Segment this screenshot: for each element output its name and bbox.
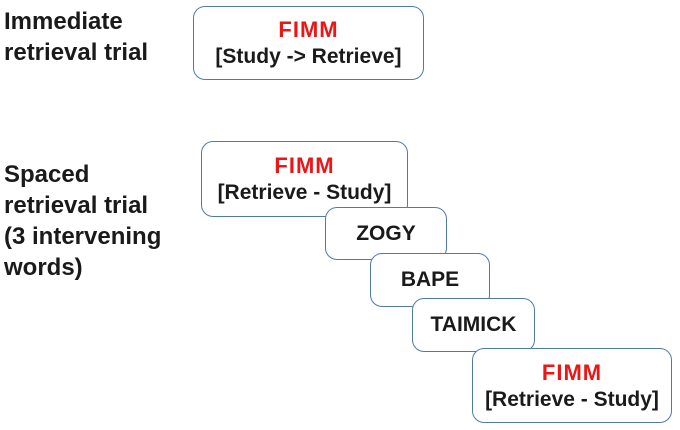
target-word: FIMM	[278, 17, 339, 42]
card-spaced-fimm-repeat: FIMM [Retrieve - Study]	[472, 348, 672, 423]
card-spaced-fimm-first: FIMM [Retrieve - Study]	[201, 141, 408, 217]
spaced-trial-label-line4: words)	[4, 254, 83, 281]
spaced-trial-label-line1: Spaced	[4, 161, 90, 188]
immediate-trial-label: Immediate retrieval trial	[4, 6, 199, 68]
spaced-trial-label-line2: retrieval trial	[4, 192, 149, 219]
intervening-word: TAIMICK	[430, 313, 517, 336]
target-word: FIMM	[274, 153, 335, 178]
spaced-trial-label-line3: (3 intervening	[4, 223, 162, 250]
immediate-trial-label-line2: retrieval trial	[4, 39, 149, 66]
intervening-word: BAPE	[400, 268, 460, 291]
card-intervening-word-3: TAIMICK	[412, 298, 535, 352]
immediate-trial-label-line1: Immediate	[4, 8, 123, 35]
card-intervening-word-1: ZOGY	[325, 207, 447, 260]
target-word: FIMM	[541, 359, 603, 385]
trial-instruction: [Retrieve - Study]	[485, 387, 659, 411]
trial-instruction: [Retrieve - Study]	[217, 181, 392, 204]
intervening-word: ZOGY	[356, 221, 416, 245]
spaced-trial-label: Spaced retrieval trial (3 intervening wo…	[4, 159, 199, 283]
card-immediate-fimm: FIMM [Study -> Retrieve]	[193, 6, 424, 80]
trial-instruction: [Study -> Retrieve]	[215, 45, 402, 68]
